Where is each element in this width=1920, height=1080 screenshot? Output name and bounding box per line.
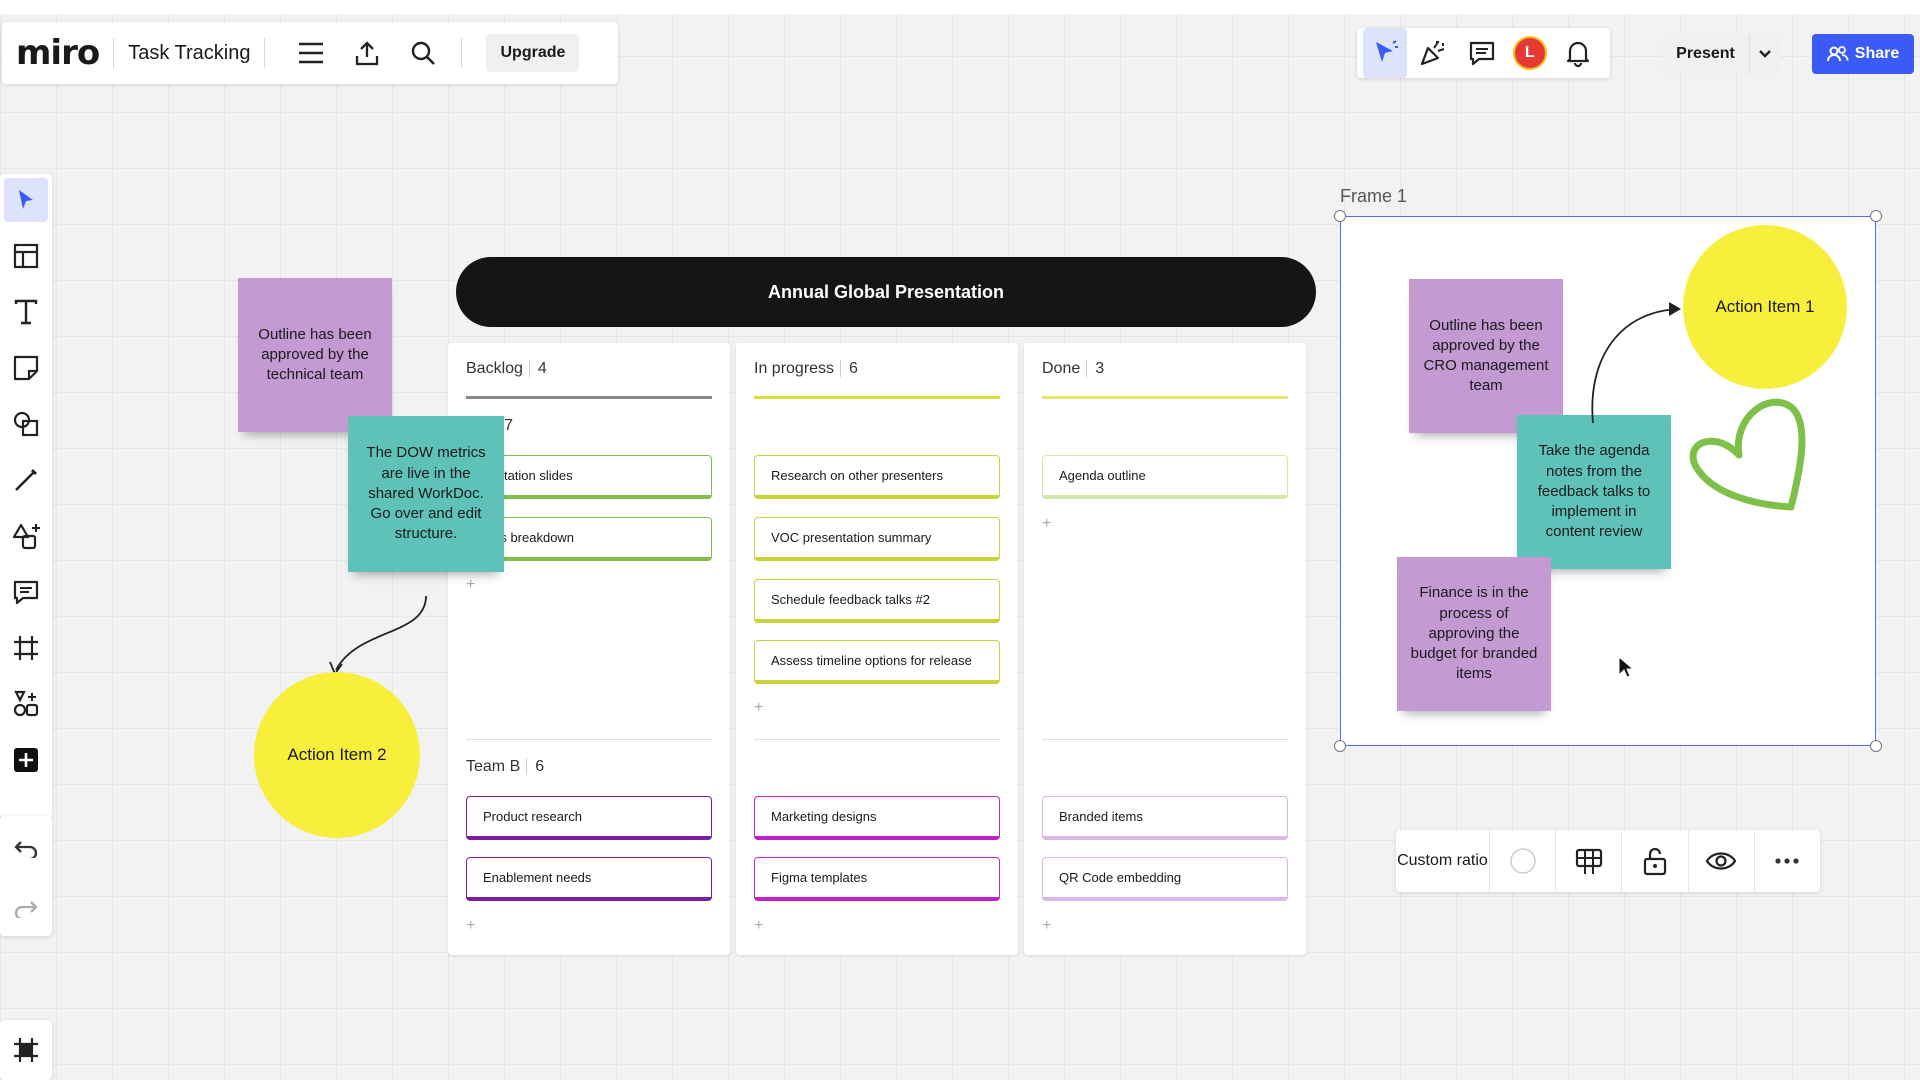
sticky-note-icon[interactable] [4,346,48,390]
chevron-down-icon[interactable] [1749,34,1780,74]
frame-context-toolbar: Custom ratio [1396,830,1820,892]
task-card[interactable]: Marketing designs [754,796,1000,840]
task-card[interactable]: Agenda outline [1042,455,1288,499]
more-shapes-icon[interactable] [4,514,48,558]
cursor-pointer-icon[interactable] [1363,28,1408,78]
add-card-icon[interactable]: + [1042,917,1052,934]
board-title[interactable]: Task Tracking [128,41,251,64]
task-card[interactable]: sentation slides [466,455,712,499]
more-options-icon[interactable] [1755,830,1820,892]
search-icon[interactable] [399,29,447,77]
task-card[interactable]: Research on other presenters [754,455,1000,499]
task-card[interactable]: Figma templates [754,857,1000,901]
pen-icon[interactable] [4,458,48,502]
upgrade-button[interactable]: Upgrade [486,34,580,72]
shapes-icon[interactable] [4,402,48,446]
menu-icon[interactable] [287,29,335,77]
task-card[interactable]: Enablement needs [466,857,712,901]
comment-icon[interactable] [4,570,48,614]
column-divider [1042,396,1288,399]
share-button[interactable]: Share [1812,34,1914,74]
task-card[interactable]: Schedule feedback talks #2 [754,579,1000,623]
resize-handle[interactable] [1334,740,1346,752]
lane-divider [754,739,1000,740]
users-icon [1826,46,1849,62]
visibility-eye-icon[interactable] [1689,830,1755,892]
divider [461,38,463,68]
collaboration-toolbar: L [1357,28,1610,78]
connector-arrow[interactable] [320,590,440,680]
sticky-note[interactable]: Finance is in the process of approving t… [1397,557,1551,711]
task-card[interactable]: Branded items [1042,796,1288,840]
comments-icon[interactable] [1459,28,1503,78]
export-icon[interactable] [343,29,391,77]
left-toolbar [0,174,52,818]
text-icon[interactable] [4,290,48,334]
add-card-icon[interactable]: + [466,576,476,593]
add-card-icon[interactable]: + [466,917,476,934]
undo-icon[interactable] [4,826,48,870]
sticky-note[interactable]: Take the agenda notes from the feedback … [1517,415,1671,569]
present-button[interactable]: Present [1662,34,1780,74]
top-strip [0,0,1920,14]
history-toolbar [0,816,52,936]
resize-handle[interactable] [1870,740,1882,752]
fill-color-icon[interactable] [1490,830,1557,892]
task-card[interactable]: VOC presentation summary [754,517,1000,561]
lane-divider [466,739,712,740]
task-card[interactable]: Assess timeline options for release [754,640,1000,684]
redo-icon[interactable] [4,886,48,930]
frame[interactable]: Outline has been approved by the CRO man… [1340,216,1876,746]
resize-handle[interactable] [1870,210,1882,222]
present-label[interactable]: Present [1676,45,1735,62]
lane-divider [1042,739,1288,740]
resize-handle[interactable] [1334,210,1346,222]
action-item-circle[interactable]: Action Item 1 [1683,225,1847,389]
column-divider [754,396,1000,399]
add-card-icon[interactable]: + [1042,515,1052,532]
notifications-bell-icon[interactable] [1556,28,1600,78]
column-divider [466,396,712,399]
apps-icon[interactable] [4,682,48,726]
mouse-cursor-icon [1618,655,1635,678]
user-avatar[interactable]: L [1508,28,1552,78]
reactions-icon[interactable] [1411,28,1455,78]
add-card-icon[interactable]: + [754,917,764,934]
templates-icon[interactable] [4,234,48,278]
grid-layout-icon[interactable] [1556,830,1623,892]
frames-panel-icon[interactable] [0,1020,52,1080]
aspect-ratio-button[interactable]: Custom ratio [1396,830,1490,892]
frame-label[interactable]: Frame 1 [1340,186,1408,206]
task-card[interactable]: Product research [466,796,712,840]
add-card-icon[interactable]: + [754,699,764,716]
lock-icon[interactable] [1622,830,1689,892]
miro-logo[interactable]: miro [16,33,100,73]
board-banner[interactable]: Annual Global Presentation [456,257,1316,327]
connector-arrow[interactable] [1581,297,1691,427]
divider [113,38,115,68]
top-bar: miro Task Tracking Upgrade [2,22,618,84]
sticky-note[interactable]: The DOW metrics are live in the shared W… [348,416,504,572]
share-label: Share [1854,45,1900,62]
plus-icon[interactable] [4,738,48,782]
task-card[interactable]: QR Code embedding [1042,857,1288,901]
sticky-note[interactable]: Outline has been approved by the technic… [238,278,392,432]
sticky-note[interactable]: Outline has been approved by the CRO man… [1409,279,1563,433]
frame-icon[interactable] [4,626,48,670]
heart-drawing[interactable] [1687,395,1813,523]
select-icon[interactable] [4,178,48,222]
task-card[interactable]: trics breakdown [466,517,712,561]
action-item-circle[interactable]: Action Item 2 [254,672,420,838]
divider [264,38,266,68]
